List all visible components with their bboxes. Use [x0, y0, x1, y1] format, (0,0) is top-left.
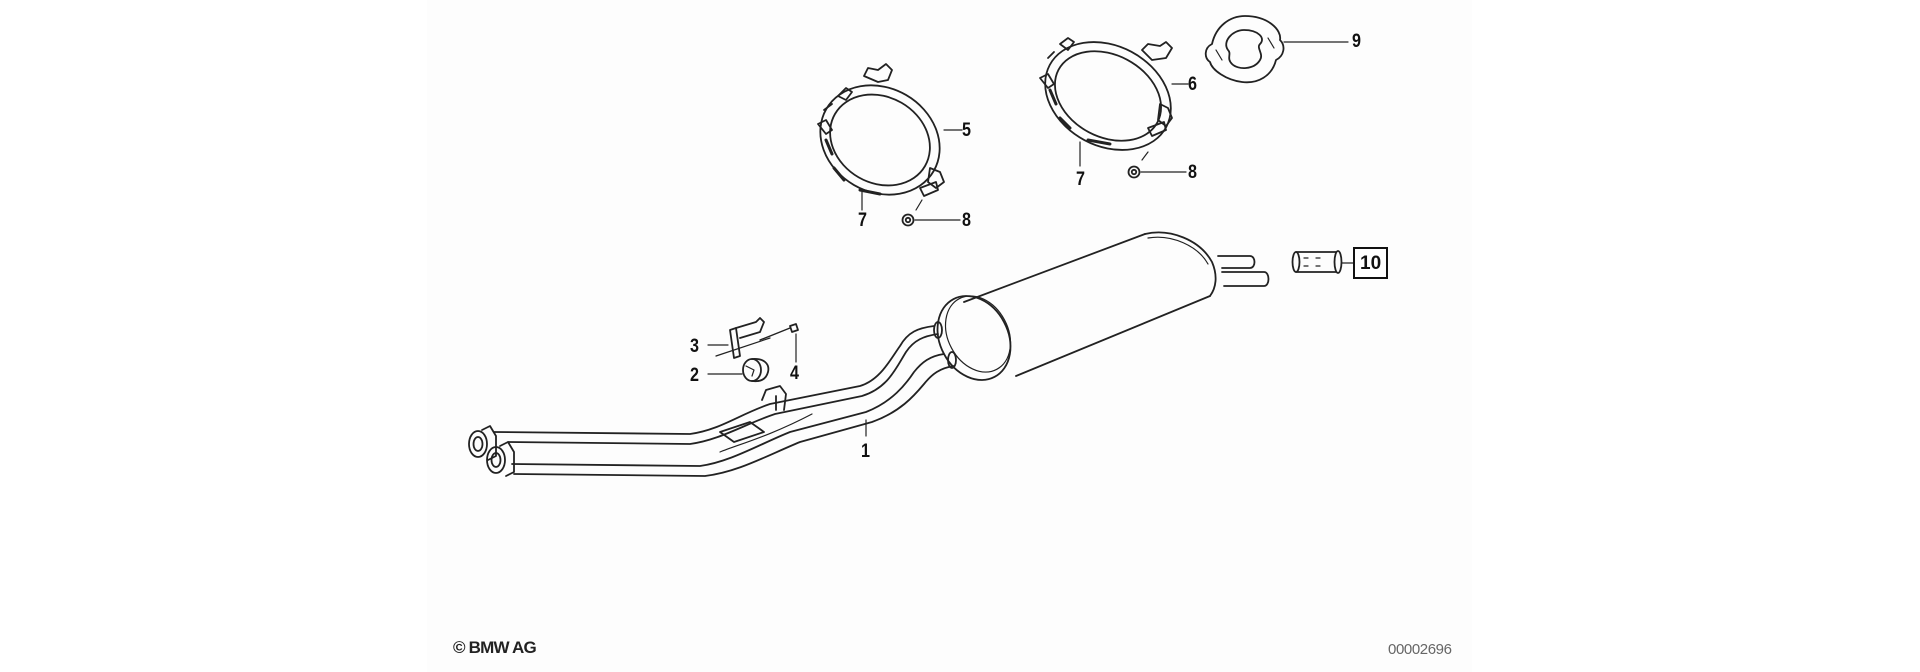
callout-5: 5 — [962, 120, 971, 141]
nut-icon — [1127, 165, 1141, 179]
callout-6: 6 — [1188, 74, 1197, 95]
rear-muffler-icon — [936, 231, 1270, 381]
bolt-icon — [759, 323, 799, 341]
nut-icon — [901, 213, 915, 227]
callout-1: 1 — [861, 441, 870, 462]
callout-4: 4 — [790, 363, 799, 384]
diagram-panel — [427, 0, 1472, 672]
rubber-mount-icon — [742, 358, 770, 383]
tailpipe-sleeve-icon — [1291, 250, 1343, 274]
callout-7-rear: 7 — [1076, 169, 1085, 190]
document-number: 00002696 — [1388, 641, 1452, 658]
front-pipe-icon — [468, 321, 957, 477]
clamp-rear-icon — [1039, 37, 1173, 151]
callout-8-front: 8 — [962, 210, 971, 231]
callout-9: 9 — [1352, 31, 1361, 52]
copyright-notice: © BMW AG — [453, 638, 537, 657]
callout-10: 10 — [1353, 247, 1389, 279]
bracket-icon — [715, 317, 771, 359]
clamp-front-icon — [817, 63, 945, 197]
callout-7-front: 7 — [858, 210, 867, 231]
callout-3: 3 — [690, 336, 699, 357]
callout-8-rear: 8 — [1188, 162, 1197, 183]
callout-2: 2 — [690, 365, 699, 386]
gasket-icon — [1204, 15, 1285, 84]
